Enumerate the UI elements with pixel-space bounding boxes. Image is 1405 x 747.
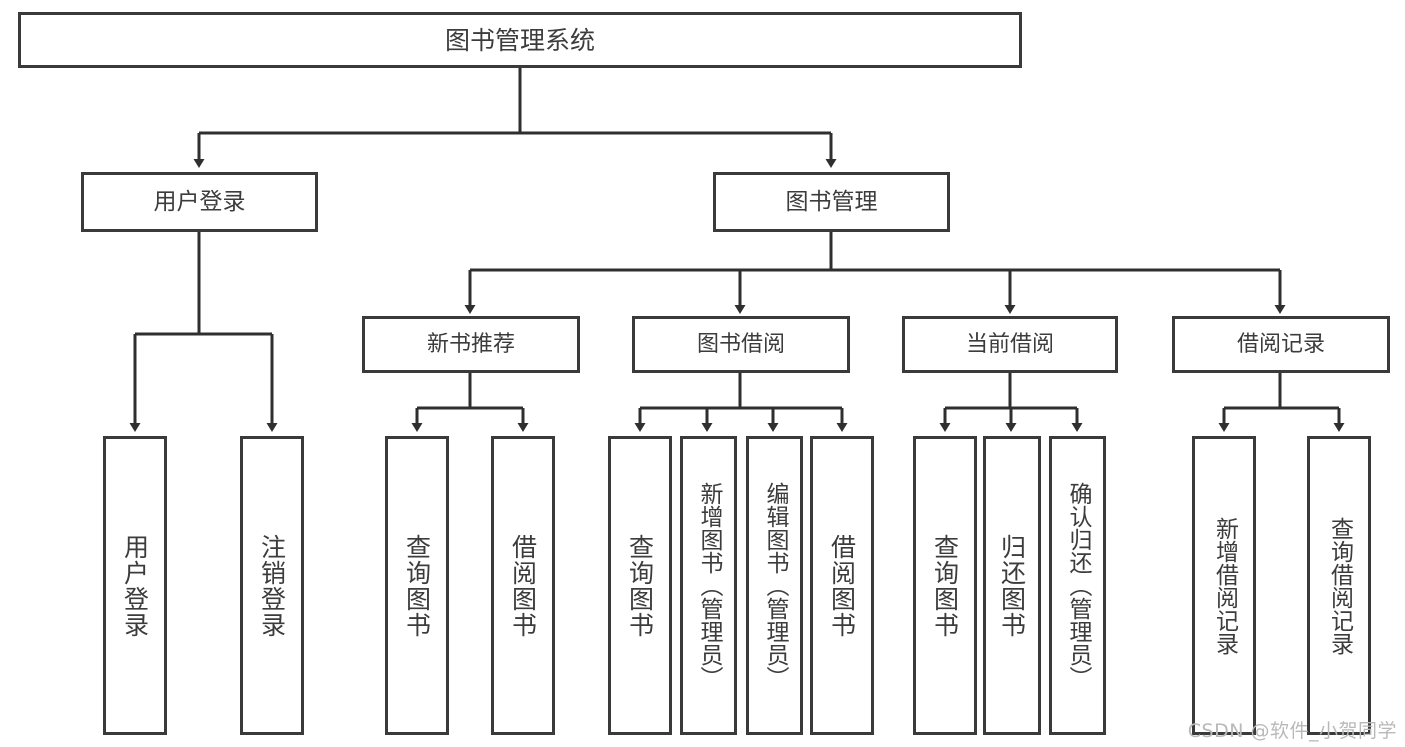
leaf-user-login-label: 用户登录 [120,533,150,638]
leaf-query-book-borrow-label: 查询图书 [625,533,655,638]
leaf-add-borrow-record-label: 新增借阅记录 [1211,516,1238,655]
leaf-borrow-book-recommend[interactable]: 借阅图书 [491,436,555,735]
leaf-return-book[interactable]: 归还图书 [983,436,1041,735]
leaf-borrow-book-recommend-label: 借阅图书 [508,533,538,638]
node-new-book-recommend[interactable]: 新书推荐 [362,316,580,373]
node-borrow-record-label: 借阅记录 [1236,331,1325,357]
leaf-query-book-recommend[interactable]: 查询图书 [385,436,449,735]
node-new-book-recommend-label: 新书推荐 [426,331,515,357]
node-root-book-management-system[interactable]: 图书管理系统 [18,12,1022,68]
leaf-query-book-borrow[interactable]: 查询图书 [608,436,672,735]
node-root-label: 图书管理系统 [444,25,595,55]
node-current-borrow-label: 当前借阅 [965,331,1054,357]
leaf-query-borrow-record[interactable]: 查询借阅记录 [1307,436,1371,735]
leaf-add-book-admin[interactable]: 新增图书（管理员） [680,436,737,735]
node-current-borrow[interactable]: 当前借阅 [902,316,1118,373]
leaf-return-book-label: 归还图书 [997,533,1027,638]
leaf-add-book-admin-label: 新增图书（管理员） [696,482,722,689]
leaf-confirm-return-admin[interactable]: 确认归还（管理员） [1049,436,1106,735]
leaf-query-book-current[interactable]: 查询图书 [913,436,977,735]
leaf-query-borrow-record-label: 查询借阅记录 [1326,516,1353,655]
node-book-management[interactable]: 图书管理 [713,172,950,232]
leaf-logout-label: 注销登录 [257,533,287,638]
leaf-query-book-recommend-label: 查询图书 [402,533,432,638]
leaf-confirm-return-admin-label: 确认归还（管理员） [1065,482,1091,689]
leaf-user-login[interactable]: 用户登录 [103,436,167,735]
leaf-query-book-current-label: 查询图书 [930,533,960,638]
watermark-text: CSDN @软件_小贺同学 [1187,720,1397,742]
leaf-logout[interactable]: 注销登录 [240,436,304,735]
node-user-login-label: 用户登录 [153,188,246,215]
leaf-add-borrow-record[interactable]: 新增借阅记录 [1192,436,1256,735]
node-book-management-label: 图书管理 [785,188,878,215]
node-borrow-record[interactable]: 借阅记录 [1172,316,1390,373]
node-book-borrow-label: 图书借阅 [696,331,785,357]
node-user-login[interactable]: 用户登录 [81,172,318,232]
node-book-borrow[interactable]: 图书借阅 [632,316,850,373]
leaf-borrow-book[interactable]: 借阅图书 [810,436,874,735]
leaf-edit-book-admin[interactable]: 编辑图书（管理员） [746,436,803,735]
leaf-edit-book-admin-label: 编辑图书（管理员） [762,482,788,689]
leaf-borrow-book-label: 借阅图书 [827,533,857,638]
